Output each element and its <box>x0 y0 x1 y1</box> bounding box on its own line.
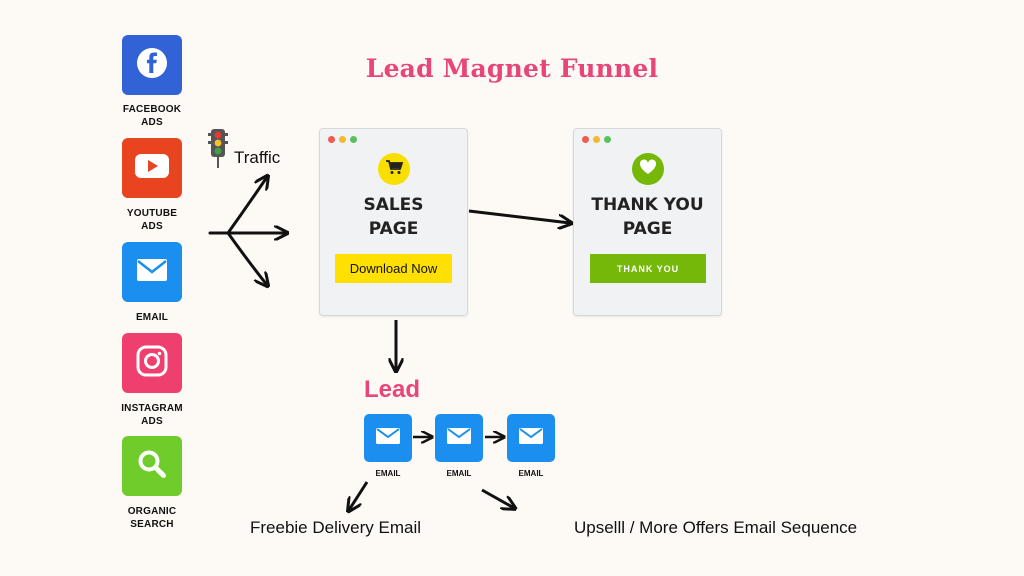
upsell-sequence-label: Upselll / More Offers Email Sequence <box>574 518 858 537</box>
thank-you-button[interactable]: THANK YOU <box>590 254 706 283</box>
to-upsell-arrow <box>481 488 514 508</box>
email-step-2 <box>435 414 483 462</box>
cart-icon <box>385 159 404 180</box>
facebook-ads-tile <box>122 35 182 95</box>
instagram-ads-tile <box>122 333 182 393</box>
email-step-3-label: EMAIL <box>518 469 544 478</box>
email-tile <box>122 242 182 302</box>
window-dots <box>582 136 611 143</box>
email-step-1 <box>364 414 412 462</box>
traffic-split-arrows <box>208 177 286 285</box>
cart-badge <box>378 153 410 185</box>
heart-badge <box>632 153 664 185</box>
email-step-1-label: EMAIL <box>375 469 401 478</box>
download-now-button[interactable]: Download Now <box>335 254 452 283</box>
source-label-email: EMAIL <box>135 312 169 323</box>
window-dots <box>328 136 357 143</box>
email-icon <box>136 258 168 287</box>
email-icon <box>518 427 544 450</box>
email-icon <box>375 427 401 450</box>
traffic-light-icon <box>207 129 229 174</box>
traffic-label: Traffic <box>234 148 281 167</box>
heart-icon <box>639 158 657 180</box>
email-step-3 <box>507 414 555 462</box>
to-freebie-arrow <box>349 481 369 510</box>
facebook-icon <box>135 46 169 85</box>
diagram-title: Lead Magnet Funnel <box>365 54 659 83</box>
youtube-icon <box>134 153 170 184</box>
search-icon <box>136 448 168 485</box>
sales-to-thankyou-arrow <box>468 209 570 223</box>
organic-search-tile <box>122 436 182 496</box>
instagram-icon <box>136 345 168 382</box>
youtube-ads-tile <box>122 138 182 198</box>
email-icon <box>446 427 472 450</box>
email-step-2-label: EMAIL <box>446 469 472 478</box>
freebie-delivery-label: Freebie Delivery Email <box>250 518 421 537</box>
lead-label: Lead <box>364 376 421 403</box>
